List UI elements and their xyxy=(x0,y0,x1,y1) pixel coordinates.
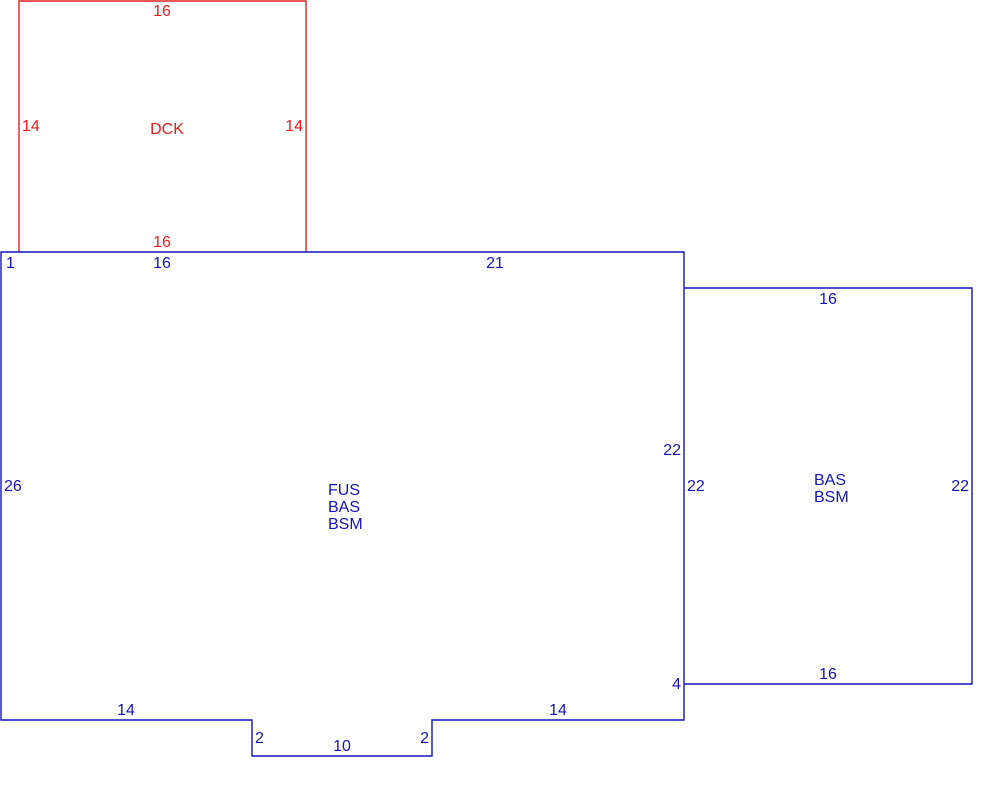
addition-dim-bottom: 16 xyxy=(819,666,837,683)
main-dim-bottom-left: 14 xyxy=(117,702,135,719)
main-dim-bottom-right: 14 xyxy=(549,702,567,719)
addition-dim-top: 16 xyxy=(819,291,837,308)
deck-dim-top: 16 xyxy=(153,3,171,20)
main-dim-notch-right: 2 xyxy=(420,730,429,747)
addition-dim-left: 22 xyxy=(687,478,705,495)
deck-dim-left: 14 xyxy=(22,118,40,135)
main-dim-right: 22 xyxy=(663,442,681,459)
main-dim-left: 26 xyxy=(4,478,22,495)
addition-area-code-1: BAS xyxy=(814,472,846,489)
main-area-code-2: BAS xyxy=(328,499,360,516)
main-dim-notch-bottom: 10 xyxy=(333,738,351,755)
main-dim-top-a: 16 xyxy=(153,255,171,272)
main-dim-top-left: 1 xyxy=(6,255,15,272)
addition-area-code-2: BSM xyxy=(814,489,849,506)
deck-dim-bottom: 16 xyxy=(153,234,171,251)
deck-area-code: DCK xyxy=(150,121,184,138)
addition-outline xyxy=(684,287,973,685)
main-area-code-1: FUS xyxy=(328,482,360,499)
main-section-outline xyxy=(0,251,685,757)
deck-outline xyxy=(18,0,307,252)
deck-dim-right: 14 xyxy=(285,118,303,135)
addition-dim-right: 22 xyxy=(951,478,969,495)
main-area-code-3: BSM xyxy=(328,516,363,533)
main-dim-corner-offset: 4 xyxy=(672,676,681,693)
main-dim-notch-left: 2 xyxy=(255,730,264,747)
main-dim-top-b: 21 xyxy=(486,255,504,272)
